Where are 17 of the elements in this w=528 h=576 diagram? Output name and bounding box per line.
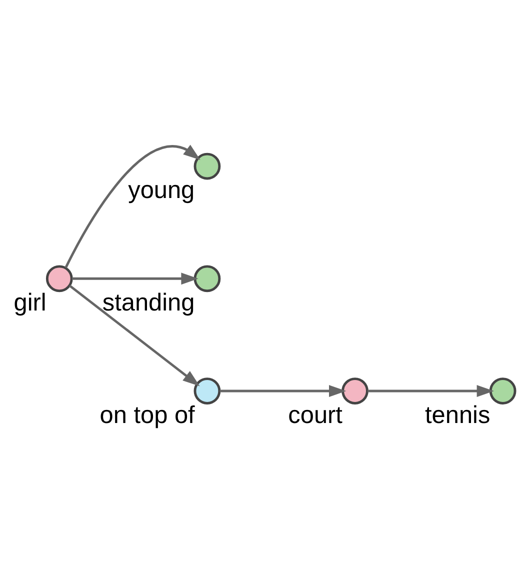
node-circle [194, 152, 221, 180]
node-label: tennis [425, 402, 490, 429]
arrow [64, 144, 200, 268]
node-label: girl [14, 289, 46, 316]
node-circle [46, 265, 73, 292]
node-label: court [288, 402, 342, 429]
node-label: on top of [100, 402, 195, 429]
arrow [220, 385, 346, 398]
arrow [68, 284, 200, 386]
node-circle [489, 378, 516, 404]
node-label: young [128, 177, 195, 204]
node-label: standing [102, 289, 195, 316]
node-circle [342, 378, 368, 404]
node-circle [194, 378, 221, 404]
arrow [72, 272, 198, 285]
arrow [368, 385, 494, 398]
node-circle [194, 265, 221, 292]
